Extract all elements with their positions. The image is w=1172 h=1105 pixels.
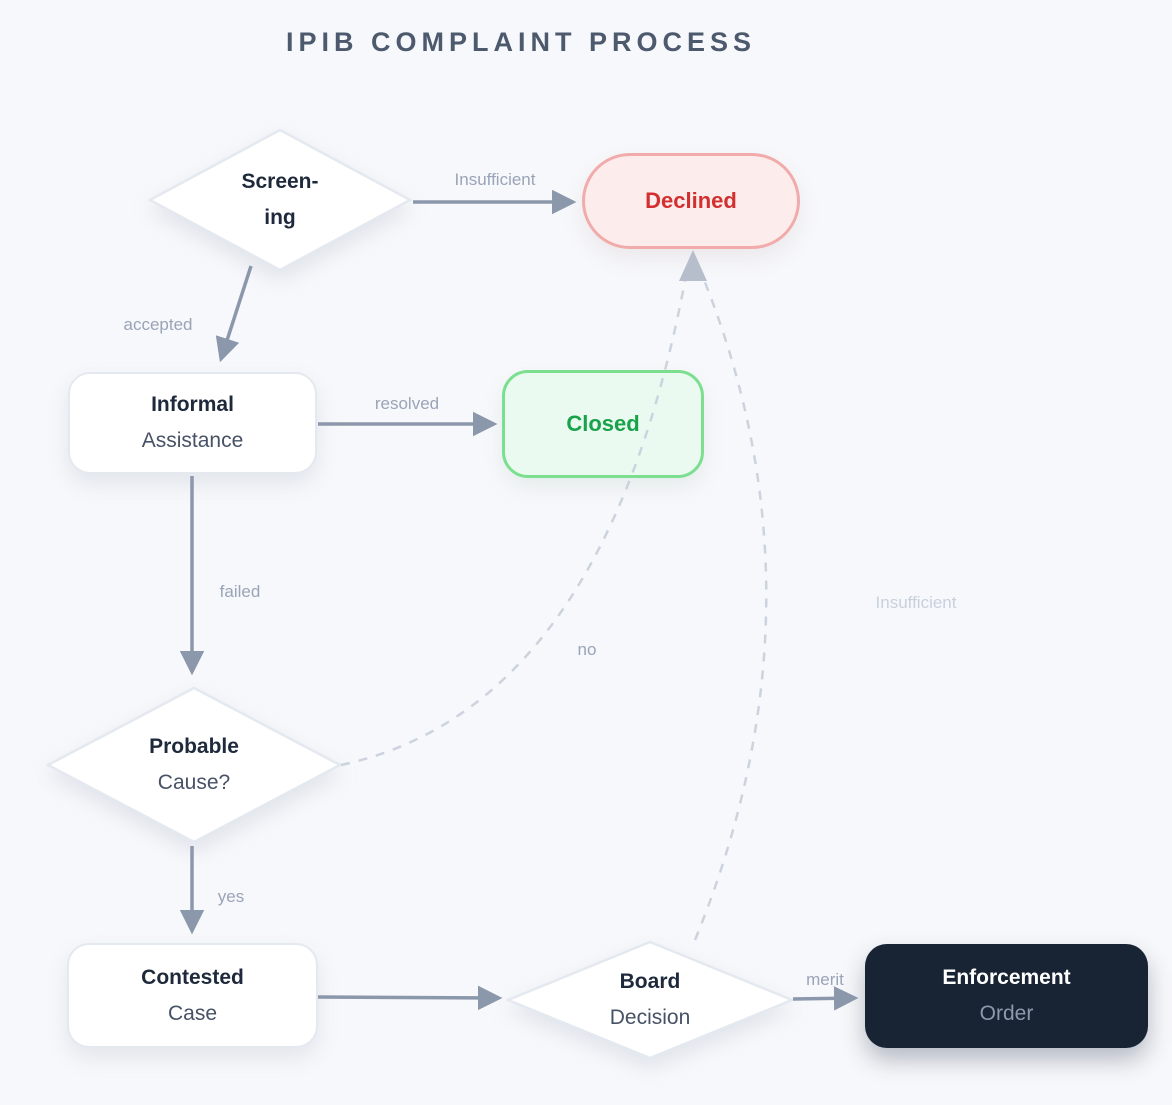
node-label: Enforcement [942, 966, 1071, 989]
edge-label-yes: yes [218, 887, 244, 906]
node-label: Board [619, 970, 681, 993]
node-board-decision-text: Board Decision [610, 964, 691, 1036]
edge-label-resolved: resolved [375, 394, 439, 413]
node-probable-cause: Probable Cause? [46, 686, 342, 844]
node-enforcement-order: Enforcement Order [865, 944, 1148, 1048]
diagram-title: IPIB COMPLAINT PROCESS [285, 27, 757, 57]
node-board-decision: Board Decision [506, 940, 794, 1060]
node-label: Informal [151, 393, 234, 416]
edge-board-enforcement [792, 986, 859, 1011]
node-label: ing [264, 206, 296, 229]
diamond-shape [46, 686, 342, 844]
node-probable-cause-text: Probable Cause? [149, 729, 239, 801]
node-label: Screen- [241, 170, 319, 193]
node-label: Declined [645, 188, 737, 213]
node-label: Closed [566, 411, 640, 436]
edge-label-no: no [578, 640, 597, 659]
edge-label-insufficient-top: Insufficient [455, 170, 536, 189]
node-label: Cause? [157, 771, 231, 794]
node-contested-case: Contested Case [67, 943, 318, 1048]
node-informal-assistance: Informal Assistance [68, 372, 317, 474]
edge-label-failed: failed [220, 582, 261, 601]
diamond-shape [148, 128, 412, 272]
edge-board-declined-dashed [693, 269, 768, 941]
edge-label-merit: merit [806, 970, 844, 989]
node-screening: Screen- ing [148, 128, 412, 272]
diamond-shape [506, 940, 794, 1060]
node-label: Decision [609, 1006, 691, 1029]
node-screening-text: Screen- ing [241, 164, 318, 236]
node-label: Probable [149, 735, 239, 758]
node-label: Order [979, 1002, 1034, 1025]
node-label: Assistance [141, 429, 244, 452]
edge-probable-declined-dashed [340, 269, 689, 767]
node-declined: Declined [582, 153, 800, 249]
edge-label-insufficient-right: Insufficient [876, 593, 957, 612]
dashed-arrowhead [679, 250, 707, 281]
edge-contested-board [317, 985, 503, 1011]
node-closed: Closed [502, 370, 704, 478]
node-label: Case [167, 1001, 218, 1025]
edge-screening-informal [215, 265, 253, 363]
edge-label-accepted: accepted [124, 315, 193, 334]
node-label: Contested [141, 965, 244, 989]
